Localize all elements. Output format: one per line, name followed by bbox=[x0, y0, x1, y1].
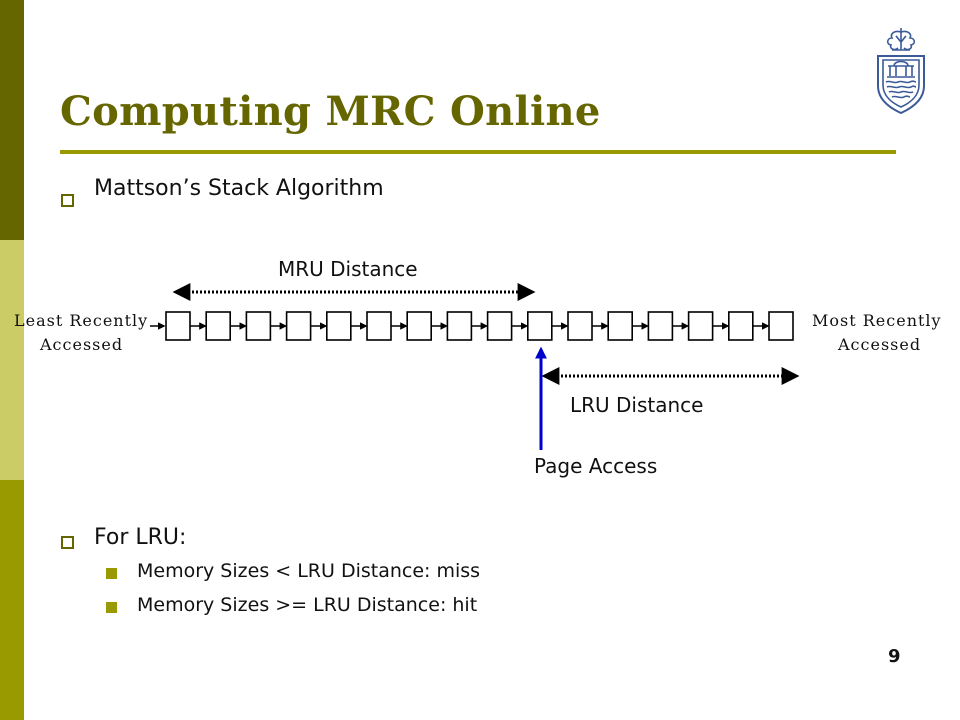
sub-bullet-marker bbox=[106, 602, 117, 613]
stack-box bbox=[727, 311, 754, 341]
sidebar-segment-mid bbox=[0, 480, 24, 720]
university-crest-icon bbox=[877, 28, 925, 115]
bullet-mattson-stack: Mattson’s Stack Algorithm bbox=[94, 176, 384, 201]
sidebar-segment-light bbox=[0, 240, 24, 480]
stack-box bbox=[406, 311, 433, 341]
stack-box bbox=[205, 311, 231, 341]
title-underline bbox=[60, 150, 896, 154]
stack-box bbox=[607, 311, 634, 341]
stack-box bbox=[245, 311, 272, 341]
stack-boxes bbox=[165, 311, 794, 341]
bullet-marker bbox=[61, 536, 74, 549]
stack-box bbox=[567, 311, 593, 341]
sidebar-stripe bbox=[0, 0, 24, 720]
stack-box bbox=[526, 311, 553, 341]
stack-box bbox=[165, 311, 191, 341]
stack-box bbox=[687, 311, 714, 341]
least-recently-label-line2: Accessed bbox=[39, 335, 123, 354]
stack-box bbox=[768, 311, 794, 341]
stack-box bbox=[486, 311, 513, 341]
sub-bullet-miss: Memory Sizes < LRU Distance: miss bbox=[137, 560, 481, 582]
stack-box bbox=[366, 311, 392, 341]
most-recently-label-line1: Most Recently bbox=[812, 311, 942, 330]
sub-bullet-hit: Memory Sizes >= LRU Distance: hit bbox=[137, 594, 478, 616]
page-number: 9 bbox=[888, 646, 901, 667]
stack-box bbox=[325, 311, 352, 341]
stack-box bbox=[285, 311, 312, 341]
sidebar-segment-dark bbox=[0, 0, 24, 240]
stack-box bbox=[647, 311, 674, 341]
mru-distance-label: MRU Distance bbox=[278, 257, 418, 281]
page-access-label: Page Access bbox=[534, 454, 657, 478]
bullet-for-lru: For LRU: bbox=[94, 525, 187, 550]
stack-box bbox=[446, 311, 473, 341]
least-recently-label-line1: Least Recently bbox=[14, 311, 148, 330]
most-recently-label-line2: Accessed bbox=[837, 335, 921, 354]
sub-bullet-marker bbox=[106, 568, 117, 579]
lru-distance-label: LRU Distance bbox=[570, 393, 704, 417]
bullet-marker bbox=[61, 194, 74, 207]
slide-title: Computing MRC Online bbox=[60, 88, 601, 135]
